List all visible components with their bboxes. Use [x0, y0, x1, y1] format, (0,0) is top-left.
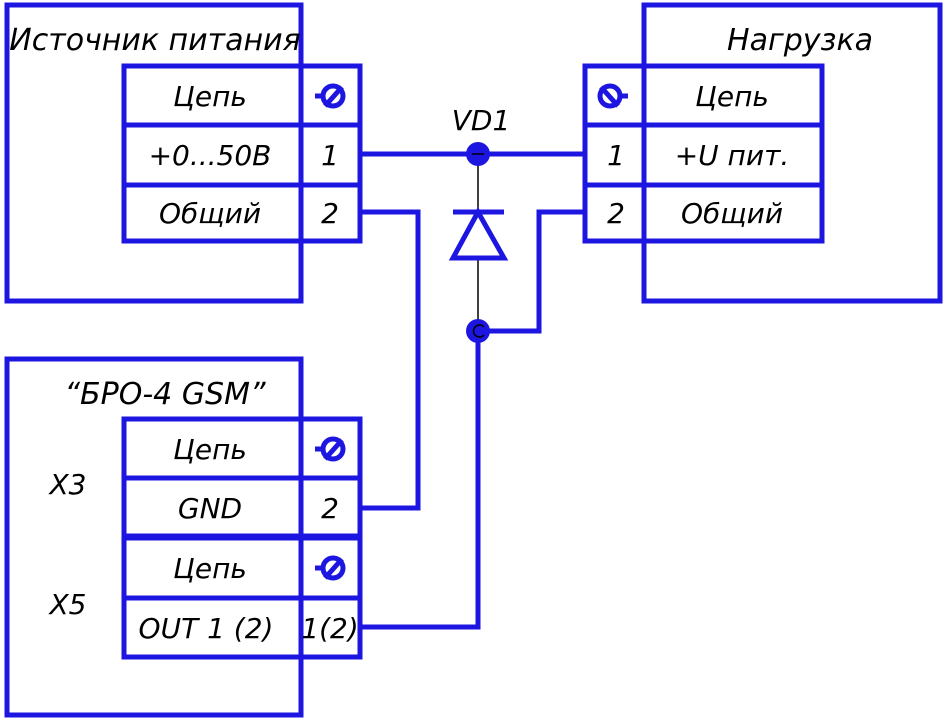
x5-pin-name: OUT 1 (2)	[139, 612, 274, 645]
screw-terminal-icon	[315, 86, 343, 106]
wire-out1	[360, 331, 481, 630]
screw-terminal-icon	[315, 439, 343, 459]
x5-label: X5	[48, 588, 87, 621]
power-supply-pin2-num: 2	[321, 197, 339, 230]
x5-header: Цепь	[173, 552, 247, 585]
screw-terminal-icon	[600, 86, 628, 106]
x3-label: X3	[48, 468, 87, 501]
junction-dot-icon	[466, 319, 490, 343]
power-supply-pin1-name: +0...50В	[149, 139, 272, 172]
x5-pin-num: 1(2)	[301, 612, 358, 645]
load-pin2-name: Общий	[681, 197, 783, 230]
bro-block: “БРО-4 GSM” X3 Цепь GND 2 X5 Цепь OUT 1 …	[4, 356, 363, 718]
wires	[360, 151, 585, 630]
load-title: Нагрузка	[727, 23, 873, 58]
load-block: Нагрузка Цепь 1 +U пит. 2 Общий	[582, 2, 943, 304]
load-pin1-num: 1	[607, 139, 625, 172]
wire-common-gnd	[360, 209, 421, 511]
power-supply-pin1-num: 1	[321, 139, 339, 172]
load-pin2-num: 2	[607, 197, 625, 230]
x3-header: Цепь	[173, 433, 247, 466]
wire-load-common	[478, 209, 585, 334]
diode-ref: VD1	[452, 104, 511, 137]
x3-pin-num: 2	[321, 492, 339, 525]
power-supply-block: Источник питания Цепь +0...50В 1 Общий 2	[4, 2, 363, 304]
power-supply-pin2-name: Общий	[159, 197, 261, 230]
power-supply-header: Цепь	[173, 80, 247, 113]
bro-title: “БРО-4 GSM”	[65, 377, 266, 412]
load-pin1-name: +U пит.	[675, 139, 790, 172]
load-header: Цепь	[695, 80, 769, 113]
screw-terminal-icon	[315, 558, 343, 578]
x3-pin-name: GND	[178, 492, 242, 525]
diode-icon: VD1	[448, 104, 511, 331]
junction-dot-icon	[466, 142, 490, 166]
power-supply-title: Источник питания	[9, 23, 300, 58]
